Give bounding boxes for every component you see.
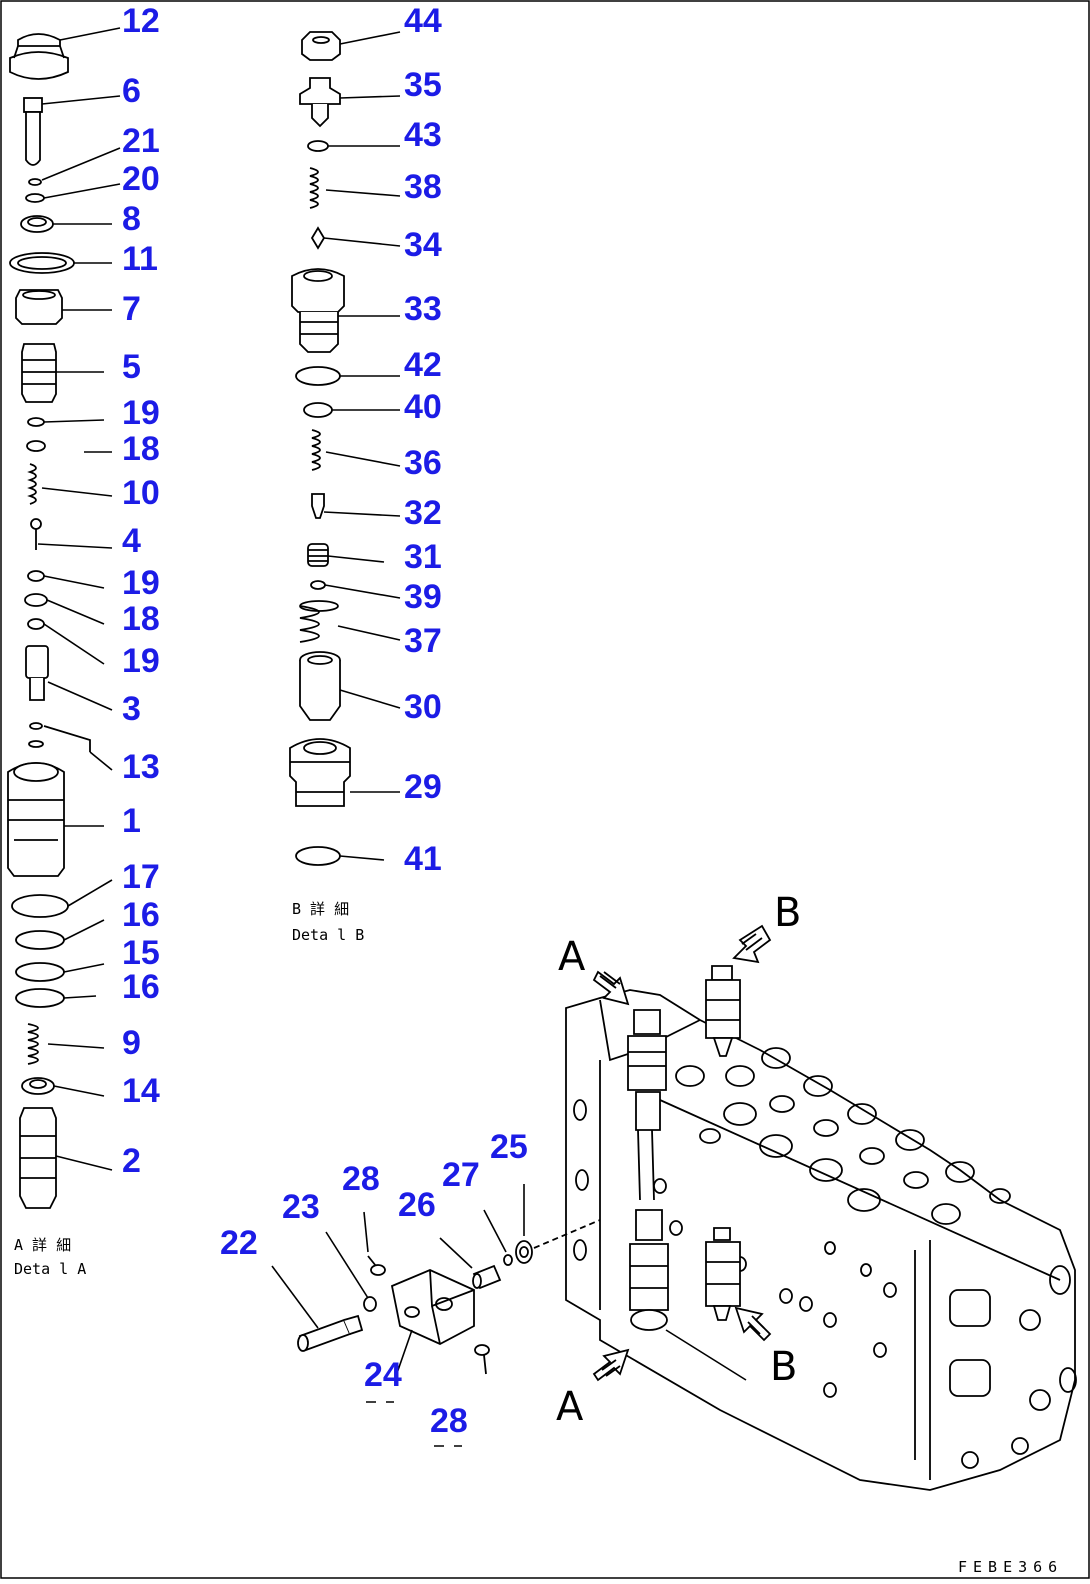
- callout-6: 6: [122, 72, 141, 110]
- callout-37: 37: [404, 622, 442, 660]
- assembly-callouts: 22 23 28 24 28 26 27 25: [220, 1128, 528, 1440]
- callout-16: 16: [122, 968, 160, 1006]
- callout-26: 26: [398, 1186, 436, 1224]
- callout-43: 43: [404, 116, 442, 154]
- detail-a-caption-en: Deta l A: [14, 1260, 86, 1278]
- callout-25: 25: [490, 1128, 528, 1166]
- callout-19: 19: [122, 394, 160, 432]
- callout-8: 8: [122, 200, 141, 238]
- drawing-code: FEBE366: [958, 1558, 1063, 1576]
- detail-b-drawing: [289, 31, 351, 866]
- callout-13: 13: [122, 748, 160, 786]
- callout-34: 34: [404, 226, 442, 264]
- callout-2: 2: [122, 1142, 141, 1180]
- callout-35: 35: [404, 66, 442, 104]
- callout-3: 3: [122, 690, 141, 728]
- view-label-b-top: B: [774, 890, 801, 936]
- callout-10: 10: [122, 474, 160, 512]
- detail-b-callouts: 44 35 43 38 34 33 42 40 36 32 31 39 37 3…: [404, 2, 442, 878]
- callout-19: 19: [122, 564, 160, 602]
- view-labels: A A B B: [556, 890, 801, 1430]
- callout-17: 17: [122, 858, 160, 896]
- view-label-a-top: A: [558, 934, 586, 980]
- callout-40: 40: [404, 388, 442, 426]
- callout-18: 18: [122, 600, 160, 638]
- callout-28: 28: [342, 1160, 380, 1198]
- callout-42: 42: [404, 346, 442, 384]
- callout-22: 22: [220, 1224, 258, 1262]
- callout-12: 12: [122, 2, 160, 40]
- callout-36: 36: [404, 444, 442, 482]
- view-label-b-bottom: B: [770, 1344, 797, 1390]
- callout-5: 5: [122, 348, 141, 386]
- callout-27: 27: [442, 1156, 480, 1194]
- callout-29: 29: [404, 768, 442, 806]
- callout-41: 41: [404, 840, 442, 878]
- callout-7: 7: [122, 290, 141, 328]
- detail-b-caption-jp: B 詳 細: [292, 900, 349, 918]
- callout-9: 9: [122, 1024, 141, 1062]
- callout-44: 44: [404, 2, 442, 40]
- callout-28: 28: [430, 1402, 468, 1440]
- assembly-leaders: [271, 1184, 525, 1377]
- valve-block-drawing: [565, 965, 1077, 1491]
- callout-39: 39: [404, 578, 442, 616]
- callout-31: 31: [404, 538, 442, 576]
- callout-16: 16: [122, 896, 160, 934]
- callout-33: 33: [404, 290, 442, 328]
- callout-30: 30: [404, 688, 442, 726]
- detail-a-callouts: 12 6 21 20 8 11 7 5 19 18 10 4 19 18 19 …: [122, 2, 160, 1180]
- callout-11: 11: [122, 240, 158, 278]
- view-label-a-bottom: A: [556, 1384, 584, 1430]
- callout-1: 1: [122, 802, 141, 840]
- callout-14: 14: [122, 1072, 160, 1110]
- detail-a-leaders: [37, 27, 121, 1171]
- callout-4: 4: [122, 522, 141, 560]
- view-arrows: [592, 924, 772, 1382]
- callout-38: 38: [404, 168, 442, 206]
- callout-15: 15: [122, 934, 160, 972]
- callout-19: 19: [122, 642, 160, 680]
- detail-b-caption-en: Deta l B: [292, 926, 364, 944]
- callout-20: 20: [122, 160, 160, 198]
- detail-a-caption-jp: A 詳 細: [14, 1236, 71, 1254]
- detail-b-leaders: [323, 31, 401, 861]
- callout-21: 21: [122, 122, 160, 160]
- exploded-parts-drawing: [297, 1219, 601, 1375]
- callout-24: 24: [364, 1356, 402, 1394]
- callout-23: 23: [282, 1188, 320, 1226]
- callout-32: 32: [404, 494, 442, 532]
- detail-a-drawing: [7, 33, 91, 1209]
- callout-18: 18: [122, 430, 160, 468]
